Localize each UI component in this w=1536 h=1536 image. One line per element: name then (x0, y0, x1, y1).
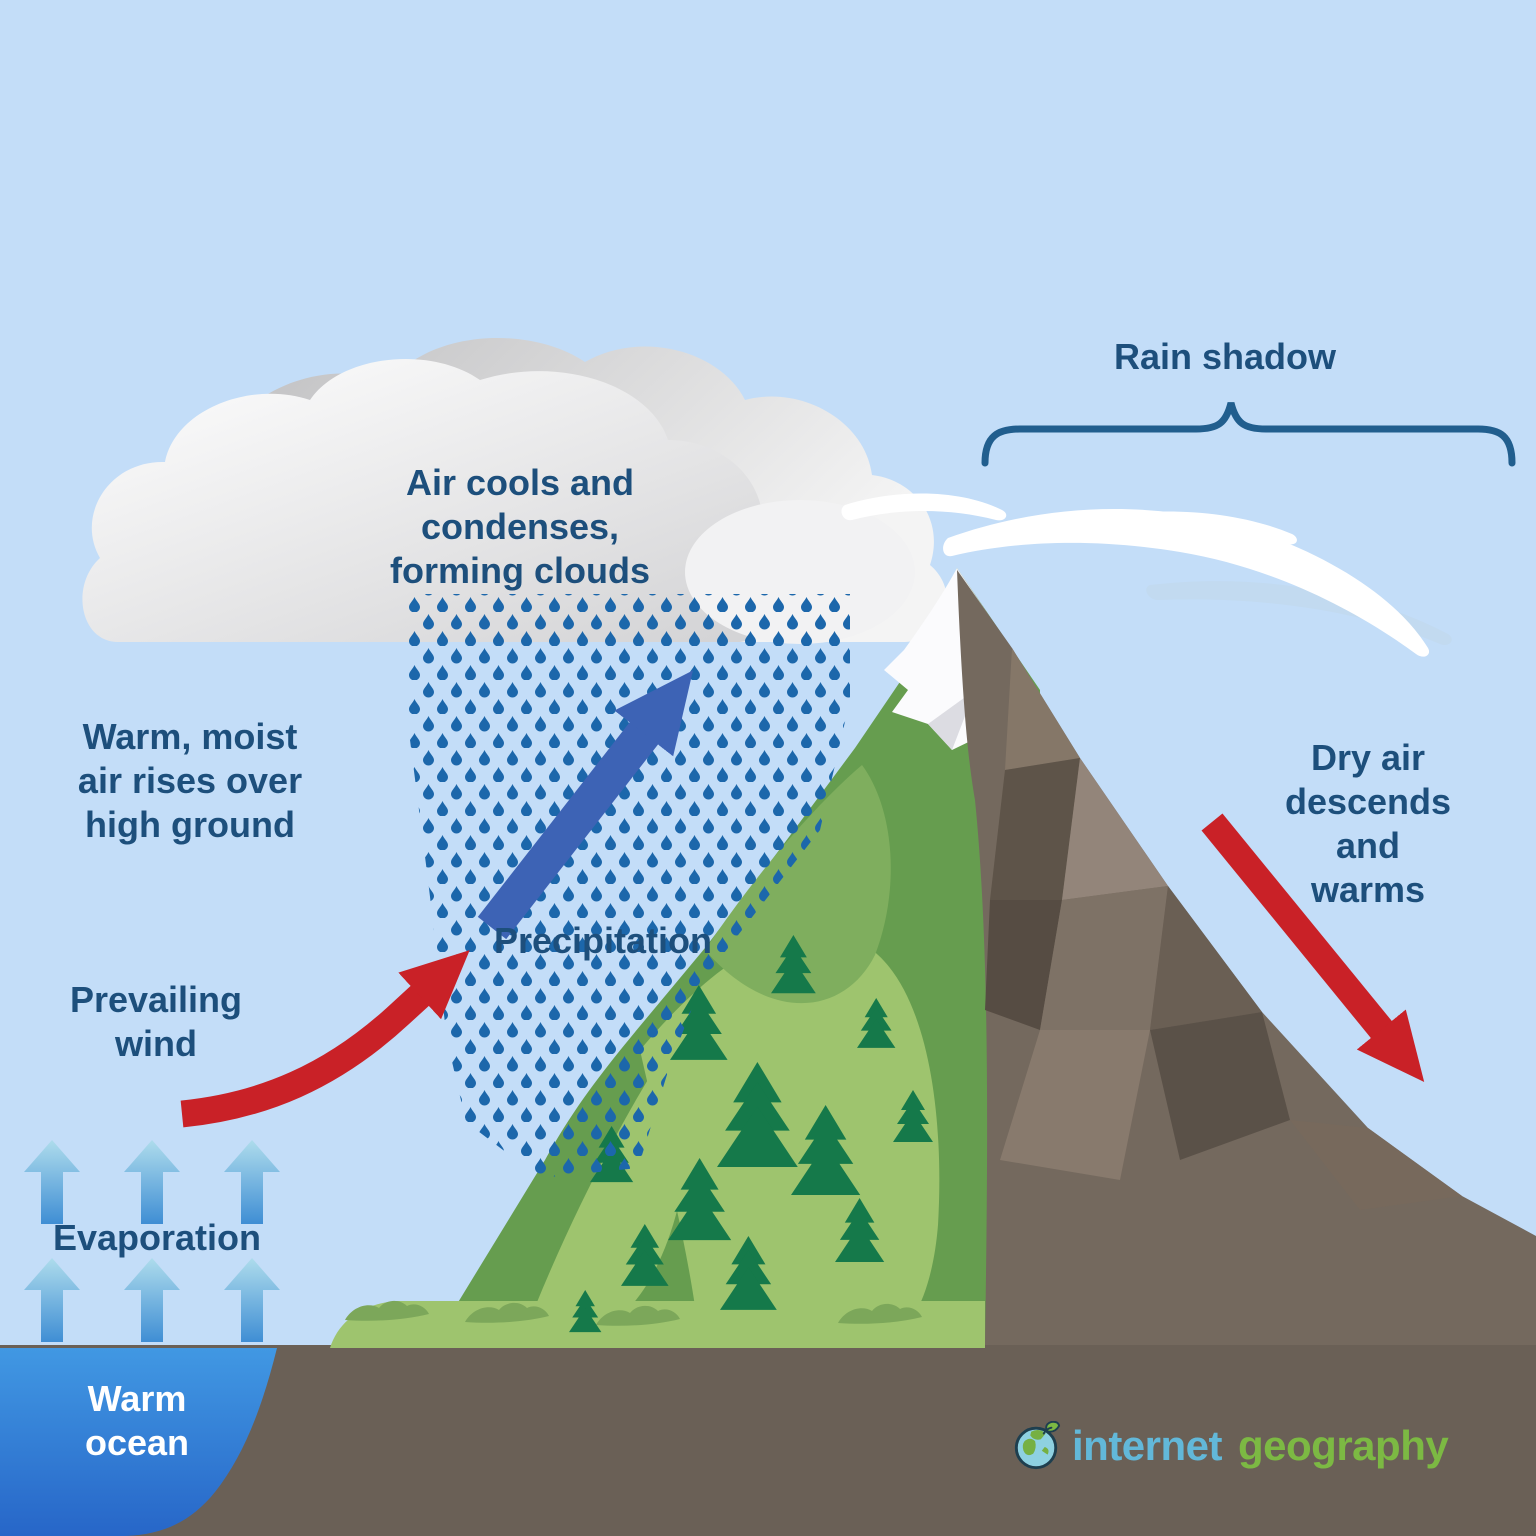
dry-air-label: Dry air descends and warms (1284, 737, 1452, 910)
rain-shadow-label: Rain shadow (1113, 336, 1337, 377)
prevailing-wind-arrow (180, 950, 470, 1128)
rain (405, 594, 850, 1178)
cloud-caption-label: Air cools and condenses, forming clouds (390, 462, 650, 591)
internet-geography-logo: internet geography (1012, 1420, 1449, 1472)
prevailing-wind-label: Prevailing wind (69, 979, 243, 1064)
mountain-leeward-slope (957, 570, 1536, 1345)
warm-moist-air-label: Warm, moist air rises over high ground (77, 716, 303, 845)
logo-word-geography: geography (1238, 1422, 1449, 1469)
wind-streaks (943, 508, 1452, 657)
globe-icon (1014, 1421, 1061, 1470)
logo-word-internet: internet (1072, 1422, 1223, 1469)
rain-shadow-brace (981, 402, 1516, 467)
precipitation-label: Precipitation (493, 920, 713, 961)
warm-ocean-label: Warm ocean (84, 1378, 190, 1463)
coastal-plain (330, 1300, 985, 1348)
evaporation-label: Evaporation (52, 1217, 262, 1258)
ocean (0, 1348, 277, 1536)
precipitation-arrow (477, 670, 693, 940)
dry-air-arrow (1201, 813, 1425, 1083)
